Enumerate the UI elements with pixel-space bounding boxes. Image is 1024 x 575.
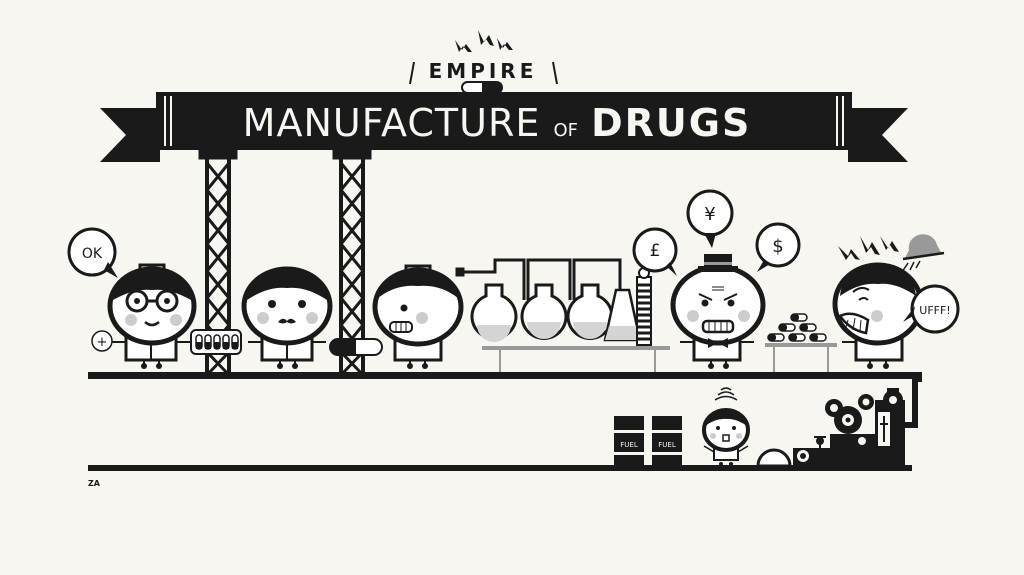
speech-bubble-ufff: UFFF! [903, 284, 960, 334]
upper-conveyor [88, 372, 922, 379]
lightning-icon [838, 236, 899, 260]
speech-bubble-dollar: $ [755, 222, 801, 272]
plus-gauge: + [91, 330, 113, 352]
gear-machine [756, 376, 922, 468]
speech-text-ufff: UFFF! [919, 304, 950, 317]
speech-bubble-pound: £ [632, 227, 678, 276]
coil-condenser [636, 276, 652, 346]
gear-icon [825, 399, 843, 417]
speech-bubble-yen: ¥ [686, 189, 734, 248]
worker-small [702, 387, 750, 466]
worker-boss [670, 254, 766, 369]
artist-signature: ZA [88, 479, 101, 488]
fuel-barrel: FUEL [614, 416, 644, 466]
worker-hat [372, 264, 464, 369]
banner-title-of: OF [553, 120, 578, 141]
banner-top-word: EMPIRE [429, 59, 538, 83]
banner-title-main: MANUFACTURE [243, 101, 541, 145]
fuel-barrel: FUEL [652, 416, 682, 466]
worker-mustache [241, 266, 333, 369]
gear-icon [858, 394, 874, 410]
speech-text-yen: ¥ [704, 204, 715, 225]
top-hat-icon [698, 254, 738, 272]
worker-glasses [107, 263, 197, 369]
pills-table [765, 313, 837, 372]
speech-text-dollar: $ [772, 236, 783, 257]
giant-pill [329, 338, 383, 356]
fuel-label: FUEL [620, 441, 638, 449]
gear-icon [883, 390, 903, 410]
speech-bubble-ok: OK [67, 227, 118, 278]
lower-conveyor [88, 465, 912, 471]
fuel-label: FUEL [658, 441, 676, 449]
pill-blister-pack [190, 329, 242, 355]
pill-icon [461, 81, 503, 94]
banner-title: MANUFACTURE OF DRUGS [243, 101, 752, 145]
speech-text-ok: OK [82, 246, 103, 262]
banner-title-end: DRUGS [591, 101, 751, 145]
lab-apparatus [455, 258, 670, 372]
lightning-icon [455, 30, 513, 52]
title-banner: EMPIRE MANUFACTURE OF DRUGS [100, 30, 908, 162]
speech-text-pound: £ [650, 241, 661, 261]
plus-gauge-sign: + [97, 335, 108, 350]
